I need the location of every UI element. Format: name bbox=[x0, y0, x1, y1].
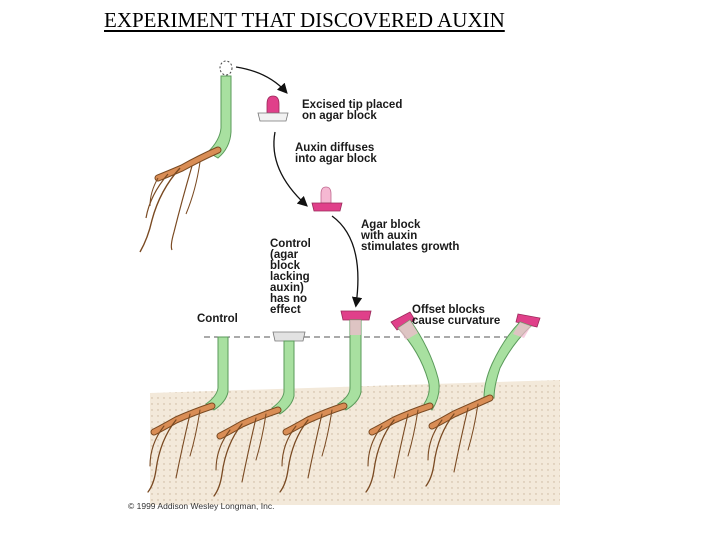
roots-row bbox=[147, 394, 494, 497]
seedling-auxin-block bbox=[337, 310, 372, 411]
arrow-to-experiment bbox=[331, 215, 363, 308]
label-agar-stimulates: Agar block with auxin stimulates growth bbox=[361, 219, 460, 253]
page-title: EXPERIMENT THAT DISCOVERED AUXIN bbox=[104, 8, 505, 32]
excised-tip-dashed bbox=[219, 60, 233, 76]
seedling-offset-block-2 bbox=[483, 313, 541, 399]
label-control-no-effect: Control (agar block lacking auxin) has n… bbox=[270, 238, 311, 316]
copyright-notice: © 1999 Addison Wesley Longman, Inc. bbox=[128, 501, 275, 511]
label-control: Control bbox=[197, 313, 238, 325]
label-excised-tip: Excised tip placed on agar block bbox=[302, 99, 403, 122]
label-offset-blocks: Offset blocks cause curvature bbox=[412, 304, 501, 327]
arrow-diffuses bbox=[273, 131, 308, 207]
label-auxin-diffuses: Auxin diffuses into agar block bbox=[295, 142, 377, 165]
seedling-offset-block-1 bbox=[390, 311, 440, 411]
seedling-control-agar bbox=[271, 331, 306, 415]
tip-on-agar-block bbox=[257, 95, 289, 122]
initial-seedling bbox=[139, 60, 233, 253]
agar-block-with-auxin bbox=[311, 186, 343, 212]
arrow-tip-to-block bbox=[235, 66, 288, 94]
seedling-control bbox=[205, 336, 229, 411]
